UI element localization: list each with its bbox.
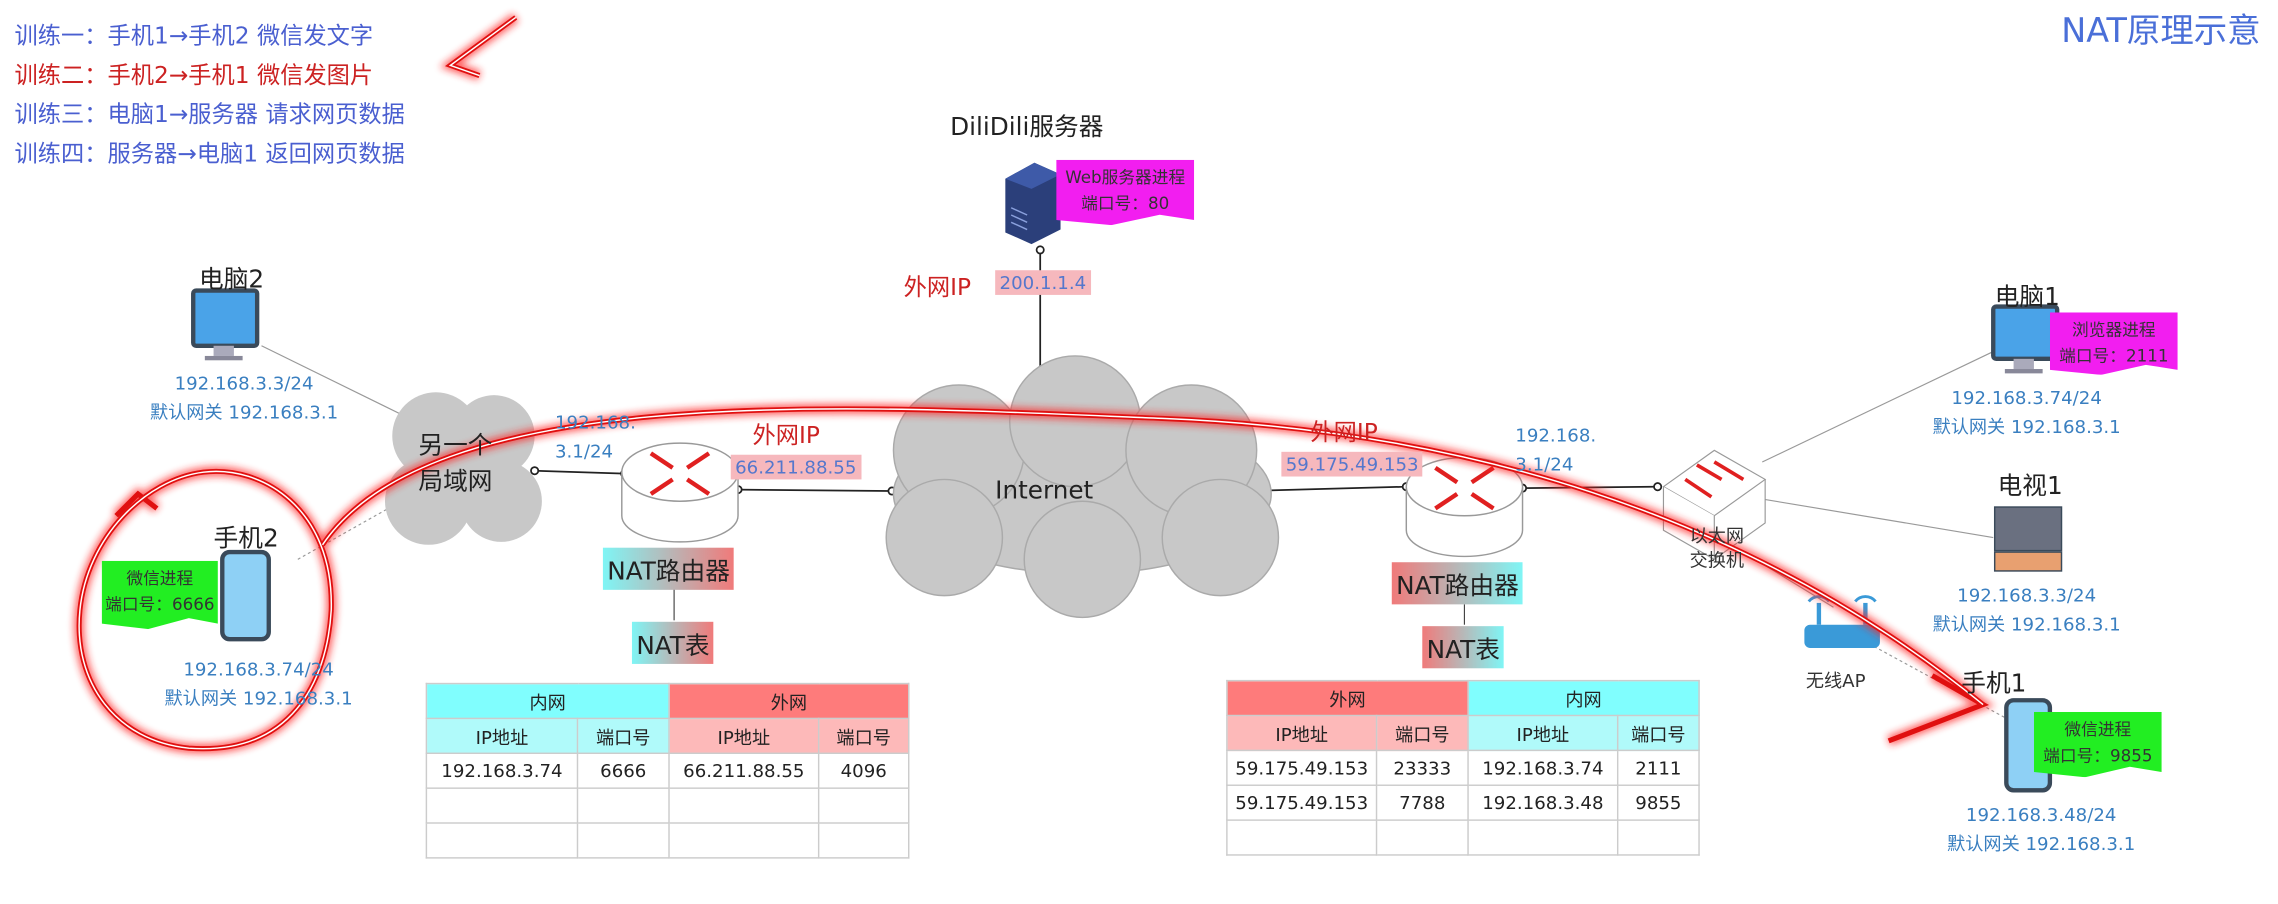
router-left-wan-label: 外网IP	[752, 421, 820, 449]
phone1-process-flag: 微信进程端口号：9855	[2033, 711, 2162, 778]
lan-cloud-label: 另一个局域网	[418, 431, 493, 497]
phone2-icon	[220, 549, 271, 642]
group-inner: 内网	[425, 682, 670, 720]
router-right-name: NAT路由器	[1391, 562, 1524, 605]
router-right-icon	[1405, 456, 1524, 558]
red-annotation-strokes	[74, 13, 1995, 754]
internet-label: Internet	[995, 476, 1094, 506]
router-left-wan-ip: 66.211.88.55	[730, 454, 861, 480]
router-right-wan-label: 外网IP	[1310, 418, 1378, 447]
group-outer: 外网	[668, 682, 910, 720]
pc2-name: 电脑2	[199, 265, 265, 295]
server-name: DiliDili服务器	[950, 113, 1104, 143]
tv1-name: 电视1	[1997, 472, 2063, 502]
table-row	[1226, 819, 1700, 856]
table-arrows	[673, 586, 1466, 625]
task-2: 训练二：手机2→手机1 微信发图片	[14, 61, 374, 89]
nat-table-right-title: NAT表	[1422, 626, 1505, 669]
server-icon	[1005, 162, 1061, 245]
pc1-name: 电脑1	[1994, 283, 2060, 313]
task-1: 训练一：手机1→手机2 微信发文字	[14, 21, 374, 50]
table-row	[425, 822, 910, 859]
phone2-process-flag: 微信进程端口号：6666	[101, 560, 218, 630]
server-process-flag: Web服务器进程 端口号：80	[1056, 159, 1195, 226]
router-left-lan-ip: 192.168.3.1/24	[554, 411, 636, 462]
task-4: 训练四：服务器→电脑1 返回网页数据	[14, 139, 405, 168]
router-left-icon	[621, 442, 739, 543]
router-left-name: NAT路由器	[602, 547, 735, 590]
wireless-ap-icon	[1804, 595, 1880, 648]
table-row	[425, 787, 910, 824]
server-port: 端口号：80	[1081, 193, 1170, 214]
page-title: NAT原理示意	[2061, 13, 2261, 51]
server-wan-label: 外网IP	[903, 273, 972, 301]
server-process: Web服务器进程	[1065, 167, 1186, 188]
pc1-process-flag: 浏览器进程端口号：2111	[2049, 312, 2178, 375]
pc1-monitor-icon	[1991, 304, 2060, 374]
switch-label: 以太网交换机	[1689, 524, 1745, 571]
tv-icon	[1993, 506, 2063, 572]
phone1-name: 手机1	[1961, 669, 2027, 699]
nat-table-left-title: NAT表	[631, 621, 714, 664]
ap-label: 无线AP	[1805, 669, 1866, 692]
phone2-name: 手机2	[213, 524, 279, 554]
pc2-monitor-icon	[191, 288, 260, 361]
server-ip: 200.1.1.4	[995, 270, 1091, 295]
task-3: 训练三：电脑1→服务器 请求网页数据	[14, 100, 405, 128]
router-right-lan-ip: 192.168.3.1/24	[1515, 424, 1597, 476]
router-right-wan-ip: 59.175.49.153	[1281, 451, 1423, 477]
